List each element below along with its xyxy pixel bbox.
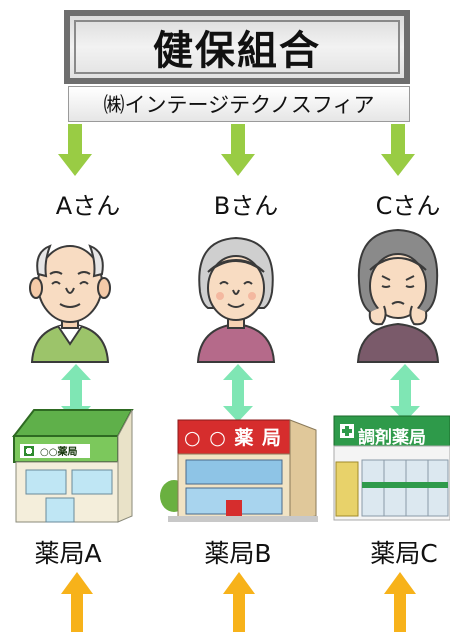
double-arrow-c xyxy=(390,364,420,422)
person-label-b: Bさん xyxy=(213,192,279,220)
orange-arrow-b xyxy=(223,572,255,632)
orange-arrow-a xyxy=(61,572,93,632)
pharmacy-c-sign: 調剤薬局 xyxy=(358,428,426,448)
pharmacy-b-building-icon xyxy=(160,419,318,522)
person-label-c: Cさん xyxy=(375,192,441,220)
union-box: 健保組合 xyxy=(64,10,410,84)
orange-arrow-c xyxy=(384,572,416,632)
worried-woman-icon xyxy=(356,228,440,363)
double-arrow-b xyxy=(223,364,253,422)
pharmacy-label-a: 薬局A xyxy=(34,539,102,568)
double-arrow-a xyxy=(61,364,91,422)
pharmacy-a-sign: ○○薬局 xyxy=(40,447,78,458)
union-title: 健保組合 xyxy=(153,28,321,74)
company-name: ㈱インテージテクノスフィア xyxy=(103,93,375,117)
company-box: ㈱インテージテクノスフィア xyxy=(68,86,410,122)
pharmacy-a-building-icon xyxy=(11,409,134,523)
green-arrow-a xyxy=(58,124,92,176)
pharmacy-label-c: 薬局C xyxy=(370,539,438,568)
green-arrow-b xyxy=(221,124,255,176)
pharmacy-label-b: 薬局B xyxy=(204,539,272,568)
pharmacy-c-building-icon xyxy=(333,415,450,521)
elderly-man-icon xyxy=(29,244,111,363)
person-label-a: Aさん xyxy=(55,192,121,220)
pharmacy-b-sign: ○ ○ 薬 局 xyxy=(184,427,283,449)
elderly-woman-icon xyxy=(196,236,276,363)
green-arrow-c xyxy=(381,124,415,176)
union-box-inner-border xyxy=(74,20,400,74)
